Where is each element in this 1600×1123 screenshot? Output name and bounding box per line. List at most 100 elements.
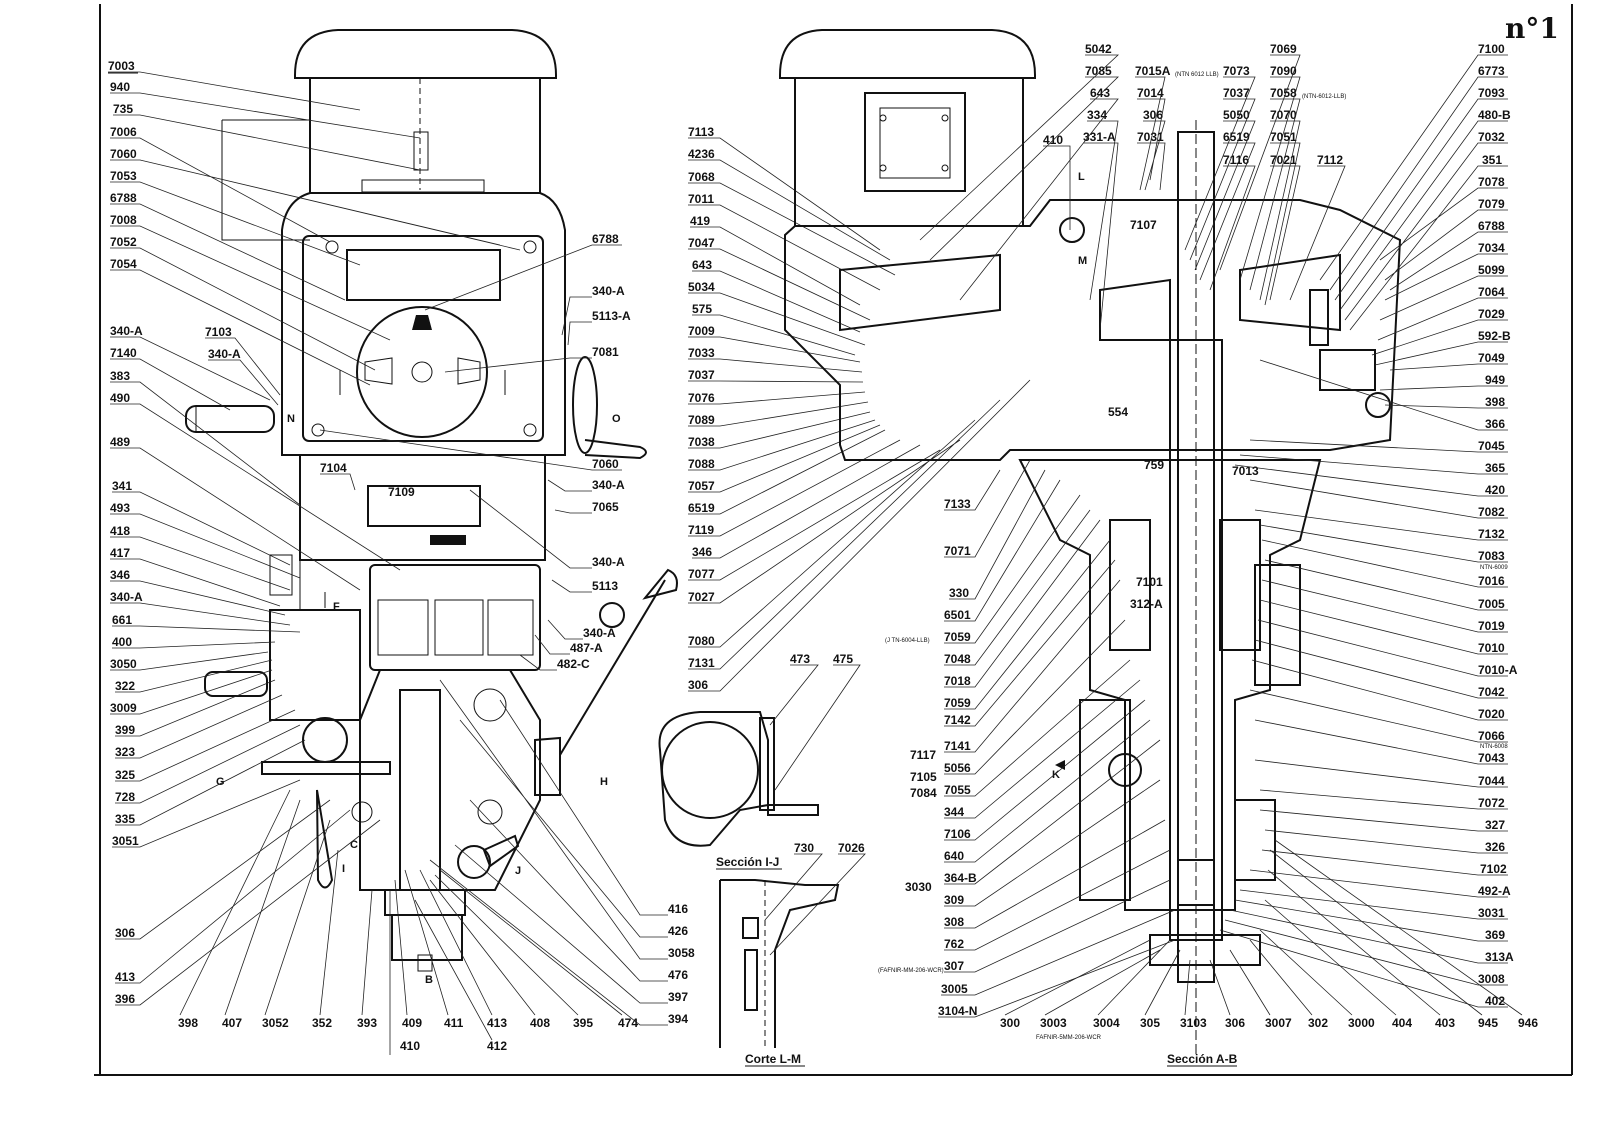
callout: 413: [115, 970, 135, 984]
callout: 412: [487, 1039, 507, 1053]
callout: 302: [1308, 1016, 1328, 1030]
callout: 3031: [1478, 906, 1505, 920]
callout: 7034: [1478, 241, 1505, 255]
callout: 940: [110, 80, 130, 94]
callout: 420: [1485, 483, 1505, 497]
callout: 7071: [944, 544, 971, 558]
callout: 340-A: [110, 590, 143, 604]
callout: 7070: [1270, 108, 1297, 122]
svg-text:H: H: [600, 776, 608, 788]
callout: 398: [1485, 395, 1505, 409]
callout: 490: [110, 391, 130, 405]
callout: 7059: [944, 630, 971, 644]
callout: 7104: [320, 461, 347, 475]
detail-section-lm: 730 7026 Corte L-M: [719, 841, 866, 1067]
callout: 7083: [1478, 549, 1505, 563]
callout: 7109: [388, 485, 415, 499]
front-lower-right-callouts: 416 426 3058 476 397 394: [429, 679, 695, 1026]
callout: 946: [1518, 1016, 1538, 1030]
callout: 480-B: [1478, 108, 1511, 122]
motor-body: [309, 77, 541, 194]
callout: 7102: [1480, 862, 1507, 876]
callout: 397: [668, 990, 688, 1004]
callout: 309: [944, 893, 964, 907]
bearing-note: (J TN-6004-LLB): [885, 638, 930, 644]
callout: 7020: [1478, 707, 1505, 721]
callout: 346: [692, 545, 712, 559]
svg-text:M: M: [1078, 255, 1087, 267]
callout: 312-A: [1130, 597, 1163, 611]
callout: 352: [312, 1016, 332, 1030]
callout: 3009: [110, 701, 137, 715]
callout: 344: [944, 805, 964, 819]
callout: 308: [944, 915, 964, 929]
callout: 640: [944, 849, 964, 863]
section-left-callouts: 7133 7071 330 6501 7059 7048 7018 7059 7…: [878, 459, 1176, 1018]
callout: 4236: [688, 147, 715, 161]
callout: 7060: [592, 457, 619, 471]
callout: 366: [1485, 417, 1505, 431]
callout: 7052: [110, 235, 137, 249]
callout: 364-B: [944, 871, 977, 885]
callout: 340-A: [592, 555, 625, 569]
callout: 3104-N: [938, 1004, 977, 1018]
svg-text:B: B: [425, 974, 433, 986]
callout: 7027: [688, 590, 715, 604]
callout: 5113-A: [592, 309, 631, 323]
front-right-callouts: 6788 340-A 5113-A 7081 7060 340-A 7065 3…: [319, 232, 631, 671]
callout: 7006: [110, 125, 137, 139]
callout: 7081: [592, 345, 619, 359]
callout: 7018: [944, 674, 971, 688]
callout: 7106: [944, 827, 971, 841]
callout: 323: [115, 745, 135, 759]
speed-dial: [356, 306, 488, 438]
callout: 3008: [1478, 972, 1505, 986]
callout: 7005: [1478, 597, 1505, 611]
callout: 394: [668, 1012, 688, 1026]
callout: 3050: [110, 657, 137, 671]
callout: 6788: [1478, 219, 1505, 233]
callout: 7037: [688, 368, 715, 382]
svg-text:I: I: [342, 863, 345, 875]
callout: 7140: [110, 346, 137, 360]
callout: 340-A: [583, 626, 616, 640]
callout: 7042: [1478, 685, 1505, 699]
callout: 7113: [688, 125, 714, 139]
callout: 7010-A: [1478, 663, 1518, 677]
callout: 6519: [1223, 130, 1250, 144]
callout: 306: [1225, 1016, 1245, 1030]
section-inner-callouts: 7107 554 759 7013 7101 312-A L M K: [1052, 171, 1259, 781]
callout: 5034: [688, 280, 715, 294]
callout: 735: [113, 102, 133, 116]
sheet-border: [94, 4, 1573, 1076]
section-bottom-callouts: 300 3003 3004 305 3103 306 3007 302 3000…: [1000, 839, 1538, 1067]
callout: 7088: [688, 457, 715, 471]
callout: 7068: [688, 170, 715, 184]
callout: 416: [668, 902, 688, 916]
front-inner-callouts: 7103 340-A 7104 7109: [205, 325, 415, 499]
callout: 7032: [1478, 130, 1505, 144]
control-panel: [369, 564, 541, 671]
callout: 7019: [1478, 619, 1505, 633]
handwheel-right: [572, 356, 598, 454]
callout: 3007: [1265, 1016, 1292, 1030]
callout: 7117: [910, 748, 936, 762]
callout: 7065: [592, 500, 619, 514]
callout: 759: [1144, 458, 1164, 472]
svg-text:G: G: [216, 776, 225, 788]
callout: 7142: [944, 713, 971, 727]
callout: 730: [794, 841, 814, 855]
callout: 7119: [688, 523, 714, 537]
callout: 3003: [1040, 1016, 1067, 1030]
callout: 7066: [1478, 729, 1505, 743]
callout: 7080: [688, 634, 715, 648]
callout: 7014: [1137, 86, 1164, 100]
callout: 325: [115, 768, 135, 782]
callout: 7045: [1478, 439, 1505, 453]
callout: 7132: [1478, 527, 1505, 541]
callout: 7011: [688, 192, 714, 206]
bearing-note: (FAFNIR-MM-206-WCR): [878, 968, 944, 974]
front-view-letters: N O F G H C I J B: [216, 413, 621, 986]
callout: 7103: [205, 325, 232, 339]
